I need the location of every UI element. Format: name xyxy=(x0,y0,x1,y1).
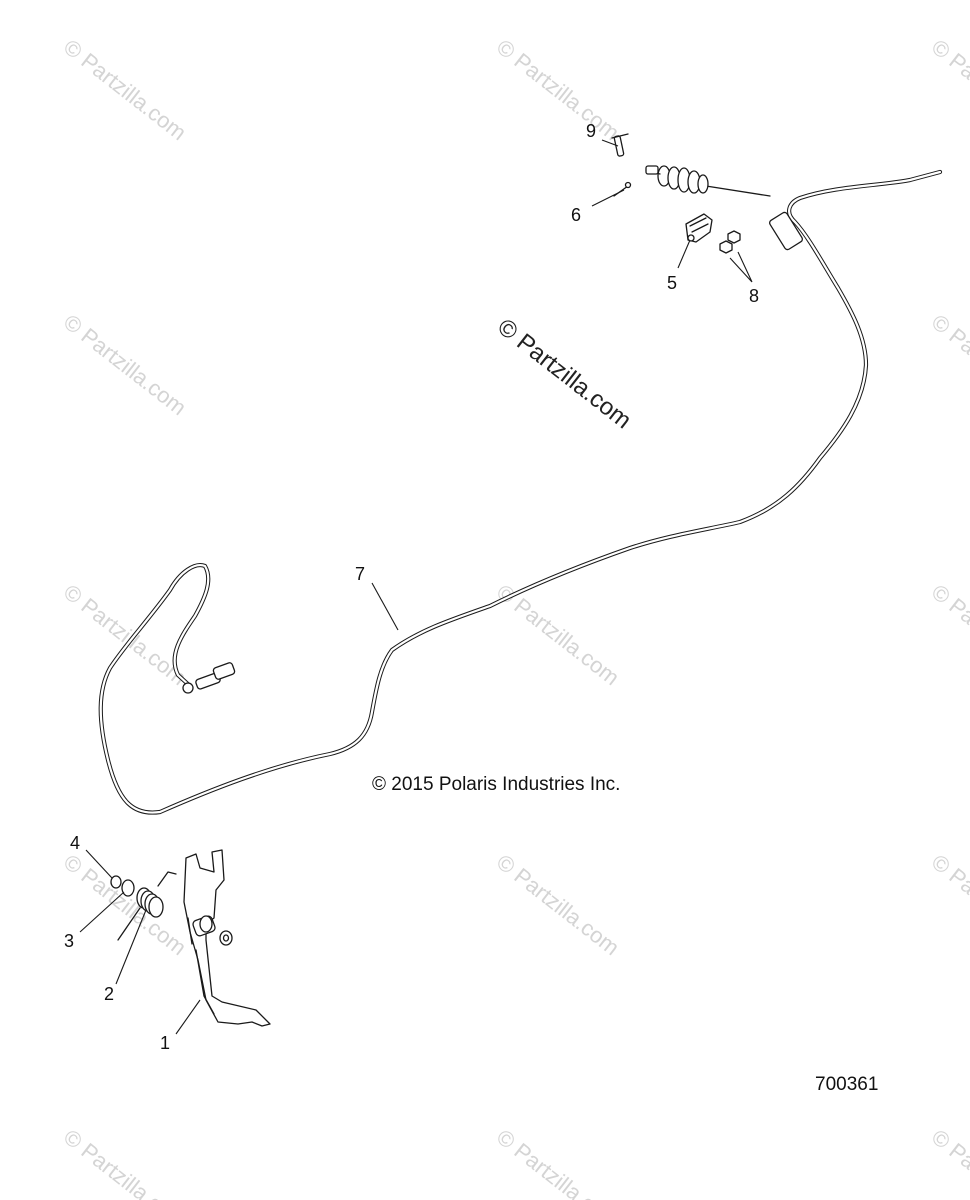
watermark-tile: © Partzilla.com xyxy=(927,579,970,690)
callout-6: 6 xyxy=(571,205,581,225)
callout-4: 4 xyxy=(70,833,80,853)
watermark-tile: © Partzilla.com xyxy=(927,309,970,420)
cable-end-lower xyxy=(182,662,236,694)
callout-1: 1 xyxy=(160,1033,170,1053)
cable-boot-upper xyxy=(645,165,709,194)
callout-9: 9 xyxy=(586,121,596,141)
watermark-main: © Partzilla.com xyxy=(492,313,636,434)
part-3-bushing xyxy=(121,879,135,897)
watermark-tile: © Partzilla.com xyxy=(59,309,191,420)
watermark-tile: © Partzilla.com xyxy=(927,849,970,960)
callouts: 9 6 5 8 7 4 3 2 1 xyxy=(64,121,759,1053)
part-2-spring xyxy=(117,871,177,941)
brake-cable xyxy=(98,165,943,815)
watermark-tile: © Partzilla.com xyxy=(492,1124,624,1200)
watermark-tile: © Partzilla.com xyxy=(927,1124,970,1200)
callout-2: 2 xyxy=(104,984,114,1004)
callout-8: 8 xyxy=(749,286,759,306)
copyright-text: © 2015 Polaris Industries Inc. xyxy=(372,774,620,795)
watermark-tile: © Partzilla.com xyxy=(59,34,191,145)
part-4-clip xyxy=(110,875,122,889)
document-number: 700361 xyxy=(815,1074,878,1095)
callout-3: 3 xyxy=(64,931,74,951)
callout-7: 7 xyxy=(355,564,365,584)
watermark-tile: © Partzilla.com xyxy=(492,34,624,145)
watermark-tile: © Partzilla.com xyxy=(492,849,624,960)
part-5-bracket xyxy=(685,213,713,243)
watermark-tile: © Partzilla.com xyxy=(59,849,191,960)
leader-lines xyxy=(79,139,753,1035)
callout-5: 5 xyxy=(667,273,677,293)
watermark-tile: © Partzilla.com xyxy=(59,579,191,690)
part-1-pedal xyxy=(183,849,271,1027)
part-9-pin xyxy=(611,133,629,157)
watermark-tile: © Partzilla.com xyxy=(59,1124,191,1200)
brake-pedal-assembly xyxy=(110,849,271,1027)
part-8-bolts xyxy=(719,230,741,254)
watermark-tile: © Partzilla.com xyxy=(927,34,970,145)
